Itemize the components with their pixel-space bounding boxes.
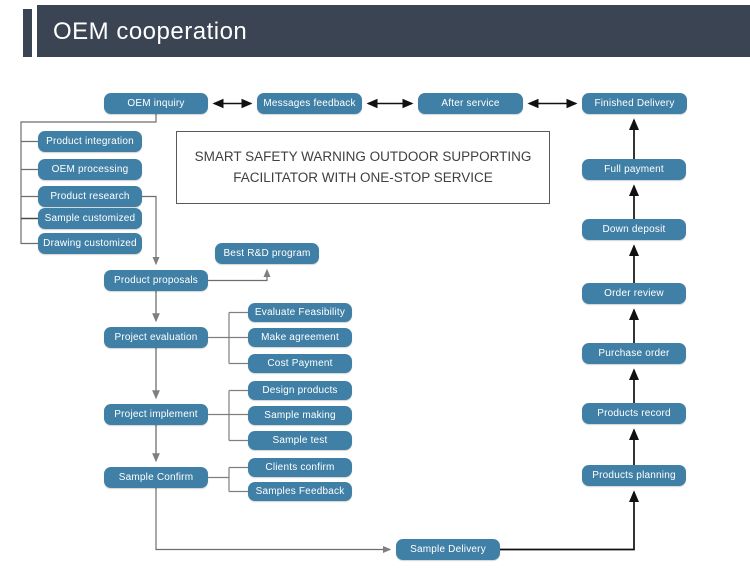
node-products-record[interactable]: Products record xyxy=(582,403,686,424)
node-after-service[interactable]: After service xyxy=(418,93,523,114)
bracket-evaluation-tasks xyxy=(208,311,248,365)
node-project-implement[interactable]: Project implement xyxy=(104,404,208,425)
node-product-integration[interactable]: Product integration xyxy=(38,131,142,152)
node-sample-delivery[interactable]: Sample Delivery xyxy=(396,539,500,560)
node-full-payment[interactable]: Full payment xyxy=(582,159,686,180)
node-order-review[interactable]: Order review xyxy=(582,283,686,304)
node-design-products[interactable]: Design products xyxy=(248,381,352,400)
node-sample-test[interactable]: Sample test xyxy=(248,431,352,450)
node-project-evaluation[interactable]: Project evaluation xyxy=(104,327,208,348)
node-purchase-order[interactable]: Purchase order xyxy=(582,343,686,364)
node-cost-payment[interactable]: Cost Payment xyxy=(248,354,352,373)
node-oem-inquiry[interactable]: OEM inquiry xyxy=(104,93,208,114)
slogan-line-1: SMART SAFETY WARNING OUTDOOR SUPPORTING xyxy=(194,148,532,164)
header-bar xyxy=(37,5,750,57)
node-evaluate-feasibility[interactable]: Evaluate Feasibility xyxy=(248,303,352,322)
node-best-rd-program[interactable]: Best R&D program xyxy=(215,243,319,264)
slogan-panel: SMART SAFETY WARNING OUTDOOR SUPPORTING … xyxy=(176,131,550,204)
node-drawing-customized[interactable]: Drawing customized xyxy=(38,233,142,254)
node-clients-confirm[interactable]: Clients confirm xyxy=(248,458,352,477)
link-confirm-delivery xyxy=(155,488,392,554)
slogan-line-2: FACILITATOR WITH ONE-STOP SERVICE xyxy=(233,169,493,185)
node-oem-processing[interactable]: OEM processing xyxy=(38,159,142,180)
node-down-deposit[interactable]: Down deposit xyxy=(582,219,686,240)
link-delivery-planning xyxy=(500,490,640,551)
node-product-proposals[interactable]: Product proposals xyxy=(104,270,208,291)
node-sample-customized[interactable]: Sample customized xyxy=(38,208,142,229)
node-products-planning[interactable]: Products planning xyxy=(582,465,686,486)
link-proposals-best-program xyxy=(208,268,271,282)
node-finished-delivery[interactable]: Finished Delivery xyxy=(582,93,687,114)
bracket-implement-tasks xyxy=(208,389,248,442)
link-research-proposals xyxy=(142,195,160,266)
header-accent-bar xyxy=(23,9,32,57)
node-sample-confirm[interactable]: Sample Confirm xyxy=(104,467,208,488)
page-title: OEM cooperation xyxy=(53,18,248,45)
bracket-inquiry-options xyxy=(20,114,157,245)
node-samples-feedback[interactable]: Samples Feedback xyxy=(248,482,352,501)
node-product-research[interactable]: Product research xyxy=(38,186,142,207)
bracket-confirm-tasks xyxy=(208,466,248,493)
node-make-agreement[interactable]: Make agreement xyxy=(248,328,352,347)
node-messages-feedback[interactable]: Messages feedback xyxy=(257,93,362,114)
node-sample-making[interactable]: Sample making xyxy=(248,406,352,425)
